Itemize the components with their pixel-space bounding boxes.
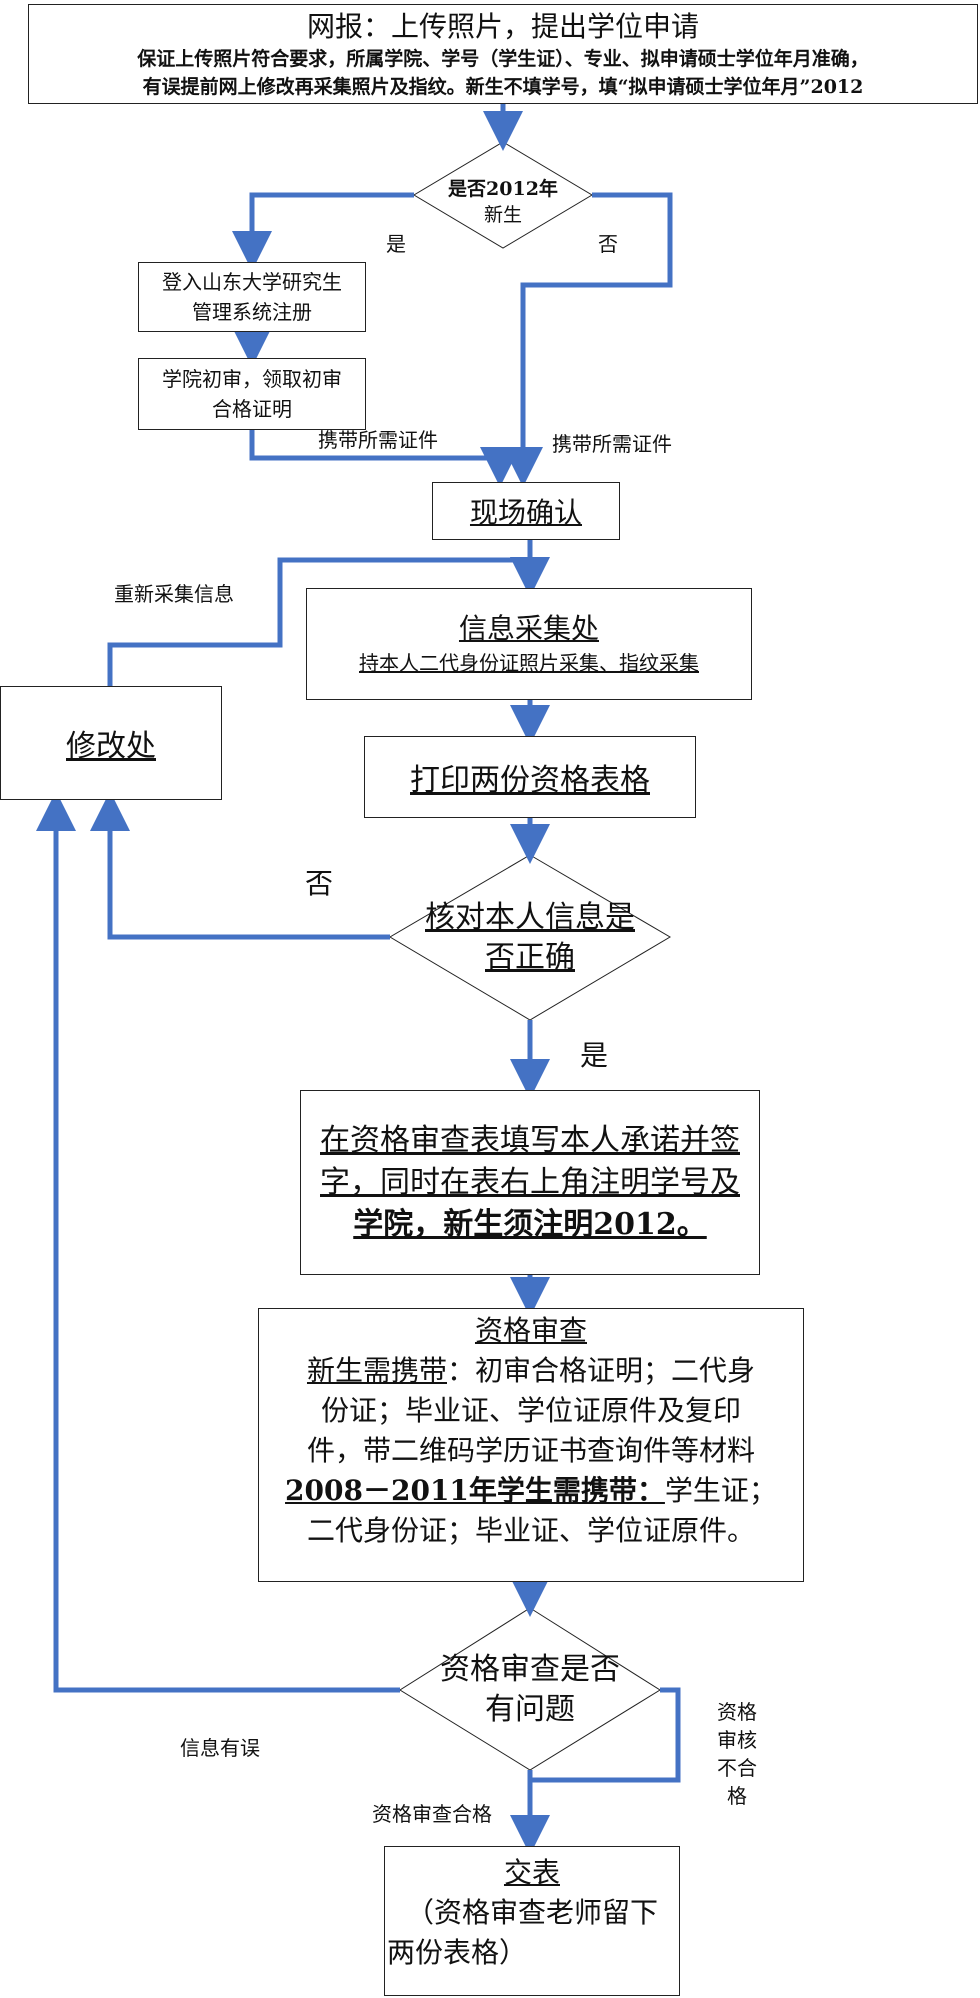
review-fail-line2: 审核	[717, 1728, 757, 1752]
review-line3: 件，带二维码学历证书查询件等材料	[306, 1434, 755, 1467]
edge-diamond3-info-wrong	[36, 791, 400, 1693]
diamond1-line1: 是否2012年	[448, 178, 558, 200]
modify-label: 修改处	[66, 729, 156, 764]
print-label: 打印两份资格表格	[410, 763, 650, 798]
review-line2: 份证；毕业证、学位证原件及复印	[320, 1394, 741, 1427]
review-box: 资格审查 新生需携带：初审合格证明；二代身 份证；毕业证、学位证原件及复印 件，…	[258, 1308, 804, 1582]
review-line4: 2008－2011年学生需携带：学生证；	[285, 1471, 777, 1511]
review-fail-line3: 不合	[717, 1756, 757, 1780]
label-recollect: 重新采集信息	[114, 582, 234, 606]
label-review-fail: 资格 审核 不合 格	[712, 1698, 762, 1810]
print-box: 打印两份资格表格	[364, 736, 696, 818]
confirm-label: 现场确认	[469, 496, 582, 529]
diamond3-line1: 资格审查是否	[440, 1652, 620, 1687]
edge-diamond3-fail	[530, 1687, 681, 1783]
diamond1-line2: 新生	[483, 204, 522, 226]
edge-diamond1-no	[503, 192, 673, 487]
top-box-title: 网报：上传照片，提出学位申请	[306, 10, 699, 43]
label-info-wrong: 信息有误	[180, 1736, 260, 1760]
label-carry-left: 携带所需证件	[318, 428, 438, 452]
sign-line1: 在资格审查表填写本人承诺并签	[320, 1122, 740, 1158]
college-line2: 合格证明	[212, 397, 292, 421]
edge-diamond1-yes	[232, 192, 414, 271]
sign-line3: 学院，新生须注明2012。	[353, 1206, 707, 1242]
label-yes1: 是	[386, 232, 406, 256]
review-fail-line4: 格	[727, 1784, 747, 1808]
register-line2: 管理系统注册	[192, 300, 312, 324]
edge-modify-to-info	[107, 557, 530, 686]
college-box: 学院初审，领取初审 合格证明	[138, 358, 366, 430]
diamond1-label: 是否2012年 新生	[424, 176, 582, 228]
confirm-box: 现场确认	[432, 482, 620, 540]
submit-box: 交表 （资格审查老师留下 两份表格）	[384, 1846, 680, 1996]
review-old-rest: 学生证；	[664, 1474, 777, 1507]
sign-line2: 字，同时在表右上角注明学号及	[320, 1164, 740, 1200]
college-line1: 学院初审，领取初审	[162, 367, 342, 391]
label-no2: 否	[305, 867, 334, 900]
review-title: 资格审查	[474, 1314, 587, 1347]
top-box: 网报：上传照片，提出学位申请 保证上传照片符合要求，所属学院、学号（学生证）、专…	[28, 4, 978, 104]
edge-diamond2-no	[90, 791, 390, 940]
info-sub: 持本人二代身份证照片采集、指纹采集	[359, 651, 699, 675]
diamond2-label: 核对本人信息是 否正确	[390, 898, 670, 978]
submit-title: 交表	[503, 1856, 560, 1889]
register-line1: 登入山东大学研究生	[162, 270, 342, 294]
review-new-rest: ：初审合格证明；二代身	[447, 1354, 756, 1387]
label-review-pass: 资格审查合格	[372, 1802, 492, 1826]
submit-line3: 两份表格）	[387, 1936, 528, 1969]
label-yes2: 是	[580, 1039, 609, 1072]
diamond3-line2: 有问题	[485, 1692, 575, 1727]
review-line5: 二代身份证；毕业证、学位证原件。	[306, 1514, 755, 1547]
top-box-line1: 保证上传照片符合要求，所属学院、学号（学生证）、专业、拟申请硕士学位年月准确，	[137, 48, 869, 70]
review-new-head: 新生需携带	[306, 1354, 447, 1387]
review-fail-line1: 资格	[717, 1700, 757, 1724]
edge-college-to-confirm	[249, 430, 520, 487]
sign-box: 在资格审查表填写本人承诺并签 字，同时在表右上角注明学号及 学院，新生须注明20…	[300, 1090, 760, 1275]
label-carry-right: 携带所需证件	[552, 432, 672, 456]
info-box: 信息采集处 持本人二代身份证照片采集、指纹采集	[306, 588, 752, 700]
diamond2-line2: 否正确	[485, 940, 575, 975]
register-box: 登入山东大学研究生 管理系统注册	[138, 262, 366, 332]
review-old-head: 2008－2011年学生需携带：	[285, 1474, 665, 1507]
top-box-line2: 有误提前网上修改再采集照片及指纹。新生不填学号，填“拟申请硕士学位年月”2012	[142, 76, 864, 98]
label-no1: 否	[598, 232, 618, 256]
diamond1-shape	[413, 141, 593, 249]
submit-line2: （资格审查老师留下	[405, 1896, 658, 1929]
modify-box: 修改处	[0, 686, 222, 800]
review-line1: 新生需携带：初审合格证明；二代身	[307, 1351, 755, 1391]
info-title: 信息采集处	[458, 612, 599, 645]
diamond3-label: 资格审查是否 有问题	[400, 1650, 660, 1730]
diamond2-line1: 核对本人信息是	[425, 900, 635, 935]
